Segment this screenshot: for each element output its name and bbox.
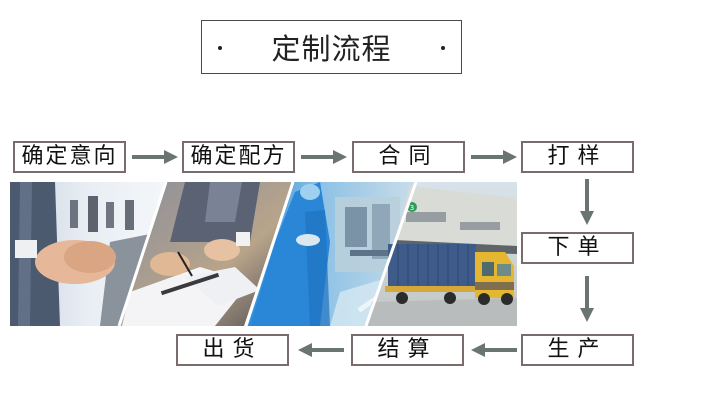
arrow-right-icon xyxy=(301,150,347,164)
arrow-right-icon xyxy=(471,150,517,164)
arrow-left-icon xyxy=(298,343,344,357)
handshake-photo xyxy=(10,182,165,326)
arrow-right-icon xyxy=(132,150,178,164)
signing-photo xyxy=(120,182,292,326)
step-confirm-formula: 确定配方 xyxy=(182,141,295,173)
arrow-down-icon xyxy=(580,276,594,322)
step-contract: 合同 xyxy=(352,141,465,173)
step-settlement: 结算 xyxy=(351,334,464,366)
bullet-dot-icon xyxy=(218,46,222,50)
title-box: 定制流程 xyxy=(201,20,462,74)
warehouse-sign-text: 3 xyxy=(410,204,414,212)
photo-strip: 3 xyxy=(10,182,517,326)
step-sampling: 打样 xyxy=(521,141,634,173)
arrow-left-icon xyxy=(471,343,517,357)
arrow-down-icon xyxy=(580,179,594,225)
step-production: 生产 xyxy=(521,334,634,366)
bullet-dot-icon xyxy=(441,46,445,50)
step-confirm-intent: 确定意向 xyxy=(13,141,126,173)
page-title: 定制流程 xyxy=(271,32,392,66)
step-shipment: 出货 xyxy=(176,334,289,366)
production-photo xyxy=(247,182,415,326)
step-order: 下单 xyxy=(521,232,634,264)
